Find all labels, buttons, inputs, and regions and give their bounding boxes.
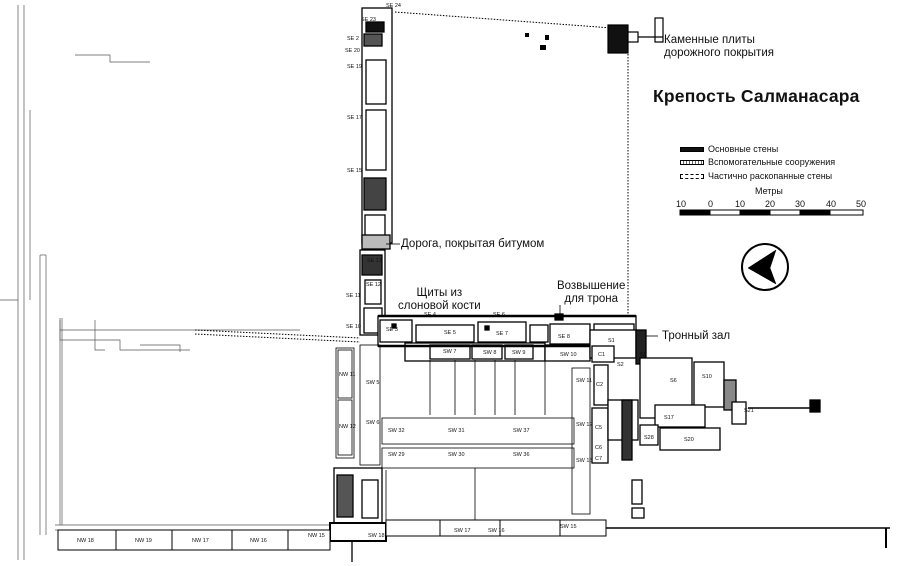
compass-rose bbox=[741, 243, 789, 291]
ivory-callout-line2: слоновой кости bbox=[398, 300, 481, 312]
room-label: SE 2 bbox=[347, 36, 359, 42]
room-label: NW 15 bbox=[308, 533, 325, 539]
north-fragments bbox=[525, 33, 549, 50]
courtyard-walls bbox=[335, 344, 591, 525]
road-callout: Дорога, покрытая битумом bbox=[401, 238, 545, 250]
legend-swatch-partial bbox=[680, 174, 704, 180]
room-label: S5 bbox=[640, 352, 647, 358]
room-label: NW 12 bbox=[339, 424, 356, 430]
room-label: SE 8 bbox=[558, 334, 570, 340]
room-label: S6 bbox=[670, 378, 677, 384]
room-label: SW 18 bbox=[368, 533, 385, 539]
legend-label-partial: Частично раскопанные стены bbox=[708, 171, 833, 181]
room-label: NW 19 bbox=[135, 538, 152, 544]
ivory-callout: Щиты из слоновой кости bbox=[398, 287, 481, 313]
paving-callout-line1: Каменные плиты bbox=[664, 34, 755, 46]
room-label: S28 bbox=[644, 435, 654, 441]
room-label: C6 bbox=[595, 445, 603, 451]
northeast-tower bbox=[607, 17, 664, 54]
room-label: SW 32 bbox=[388, 428, 405, 434]
room-label: S21 bbox=[744, 408, 754, 414]
throne-room-complex bbox=[589, 329, 821, 519]
scale-tick: 50 bbox=[856, 199, 867, 209]
room-label: NW 18 bbox=[77, 538, 94, 544]
scale-title: Метры bbox=[755, 186, 783, 196]
room-label: SW 31 bbox=[448, 428, 465, 434]
room-label: SW 5 bbox=[366, 380, 380, 386]
scale-tick: 20 bbox=[765, 199, 776, 209]
room-label: SW 7 bbox=[443, 349, 457, 355]
room-label: S20 bbox=[684, 437, 694, 443]
room-label: SW 29 bbox=[388, 452, 405, 458]
legend-item-main-walls: Основные стены bbox=[680, 143, 778, 155]
room-label: SE 17 bbox=[347, 115, 362, 121]
legend-item-aux: Вспомогательные сооружения bbox=[680, 156, 835, 168]
ivory-callout-line1: Щиты из bbox=[416, 287, 463, 299]
legend-swatch-aux bbox=[680, 160, 704, 166]
room-label: S2 bbox=[617, 362, 624, 368]
room-label: C7 bbox=[595, 456, 603, 462]
room-label: SE 4 bbox=[424, 312, 436, 318]
room-label: SE 15 bbox=[347, 168, 362, 174]
room-label: S1 bbox=[608, 338, 615, 344]
room-label: SW 10 bbox=[560, 352, 577, 358]
room-label: NW 17 bbox=[192, 538, 209, 544]
room-label: NW 16 bbox=[250, 538, 267, 544]
room-label: SW 15 bbox=[560, 524, 577, 530]
room-label: SW 36 bbox=[513, 452, 530, 458]
paving-callout: Каменные плиты дорожного покрытия bbox=[664, 34, 774, 60]
throne-dais-callout-line2: для трона bbox=[564, 293, 619, 305]
room-label: SW 9 bbox=[512, 350, 526, 356]
room-label: SW 12 bbox=[576, 422, 593, 428]
scale-tick: 0 bbox=[708, 199, 714, 209]
room-label: SE 20 bbox=[345, 48, 360, 54]
paving-callout-line2: дорожного покрытия bbox=[664, 47, 774, 59]
room-label: SW 30 bbox=[448, 452, 465, 458]
room-label: SE 6 bbox=[493, 312, 505, 318]
room-label: SE 7 bbox=[496, 331, 508, 337]
room-label: C2 bbox=[596, 382, 604, 388]
room-label: SW 17 bbox=[454, 528, 471, 534]
enclosure-dotted-lines bbox=[194, 11, 629, 343]
throne-room-callout: Тронный зал bbox=[662, 330, 731, 342]
room-label: SE 5 bbox=[444, 330, 456, 336]
room-label: C1 bbox=[598, 352, 606, 358]
scale-tick: 30 bbox=[795, 199, 806, 209]
legend-swatch-main bbox=[680, 147, 704, 153]
throne-dais-callout-line1: Возвышение bbox=[557, 280, 626, 292]
southwest-corner-walls bbox=[329, 467, 387, 562]
scale-tick: 40 bbox=[826, 199, 837, 209]
room-label: SE 11 bbox=[346, 293, 361, 299]
room-label: SE 19 bbox=[347, 64, 362, 70]
room-label: SW 6 bbox=[366, 420, 380, 426]
room-label: SW 11 bbox=[576, 378, 593, 384]
room-label: SE 3 bbox=[386, 327, 398, 333]
legend-label-aux: Вспомогательные сооружения bbox=[708, 157, 836, 167]
west-partial-walls bbox=[0, 5, 330, 560]
room-label: SE 12 bbox=[366, 282, 381, 288]
room-label: SW 8 bbox=[483, 350, 497, 356]
callout-leaders bbox=[386, 36, 658, 337]
legend-label-main: Основные стены bbox=[708, 144, 779, 154]
throne-dais-callout: Возвышение для трона bbox=[557, 280, 625, 306]
south-outer-walls bbox=[57, 519, 890, 551]
room-label: SE 10 bbox=[346, 324, 361, 330]
room-label: S17 bbox=[664, 415, 674, 421]
room-label: SW 13 bbox=[576, 458, 593, 464]
legend-item-partial: Частично раскопанные стены bbox=[680, 170, 832, 182]
room-label: SE 13 bbox=[367, 258, 382, 264]
map-title: Крепость Салманасара bbox=[653, 86, 860, 106]
scale-bar bbox=[679, 209, 864, 216]
room-label: SE 24 bbox=[386, 3, 401, 9]
room-label: S10 bbox=[702, 374, 712, 380]
room-label: NW 11 bbox=[339, 372, 356, 378]
room-label: SW 37 bbox=[513, 428, 530, 434]
room-label: SW 16 bbox=[488, 528, 505, 534]
room-label: C5 bbox=[595, 425, 603, 431]
room-label: SE 23 bbox=[361, 17, 376, 23]
scale-tick: 10 bbox=[676, 199, 687, 209]
scale-tick: 10 bbox=[735, 199, 746, 209]
east-wing-walls bbox=[359, 7, 393, 336]
